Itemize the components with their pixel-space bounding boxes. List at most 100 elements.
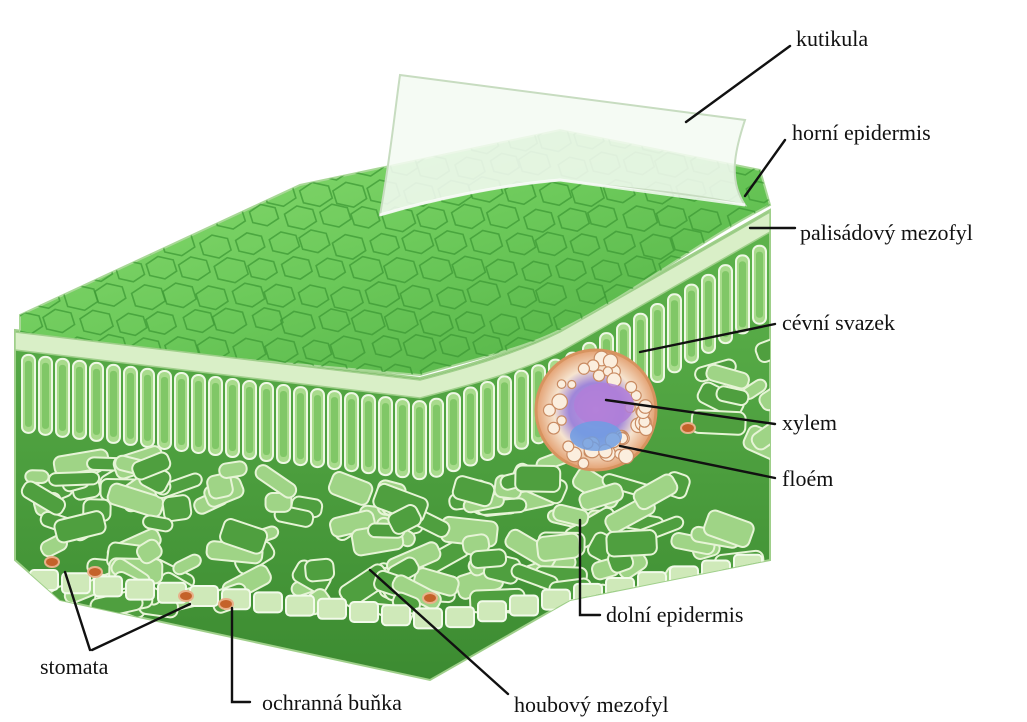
leader-cuticle — [686, 46, 790, 122]
top-cell — [215, 152, 249, 177]
palisade-chloroplast — [756, 252, 763, 318]
top-cell — [164, 130, 194, 152]
label-upper-epidermis: horní epidermis — [792, 120, 931, 145]
palisade-chloroplast — [739, 261, 746, 327]
stoma-pore — [219, 599, 233, 609]
bundle-cell — [552, 394, 567, 409]
bundle-cell — [568, 380, 576, 388]
lower-epidermis-cell — [286, 596, 314, 616]
label-palisade: palisádový mezofyl — [800, 220, 973, 245]
top-cell — [200, 129, 230, 151]
palisade-chloroplast — [484, 388, 491, 454]
top-cell — [298, 128, 330, 151]
lower-epidermis-cell — [702, 561, 730, 581]
top-cell — [263, 127, 297, 152]
palisade-chloroplast — [365, 401, 372, 467]
lower-epidermis-cell — [414, 608, 442, 628]
bundle-cell — [619, 449, 634, 464]
top-cell — [0, 233, 28, 256]
palisade-chloroplast — [212, 383, 219, 449]
top-cell — [198, 180, 230, 203]
label-phloem: floém — [782, 466, 833, 491]
top-cell — [98, 233, 130, 256]
palisade-chloroplast — [433, 405, 440, 471]
top-cell — [743, 129, 773, 151]
palisade-chloroplast — [263, 389, 270, 455]
top-cell — [10, 204, 42, 228]
top-cell — [11, 260, 40, 281]
top-cell — [27, 128, 59, 151]
top-cell — [11, 157, 40, 179]
lower-epidermis-cell — [126, 580, 154, 600]
stoma-pore — [423, 593, 437, 603]
lower-epidermis-cell — [382, 605, 410, 625]
palisade-chloroplast — [671, 300, 678, 366]
bundle-cell — [557, 380, 566, 389]
lower-epidermis-cell — [318, 599, 346, 619]
top-cell — [116, 205, 147, 228]
palisade-chloroplast — [25, 361, 32, 427]
label-stomata: stomata — [40, 654, 109, 679]
palisade-chloroplast — [280, 391, 287, 457]
bundle-cell — [603, 354, 617, 368]
palisade-chloroplast — [416, 407, 423, 473]
palisade-chloroplast — [518, 377, 525, 443]
palisade-chloroplast — [382, 403, 389, 469]
top-cell — [336, 128, 366, 150]
top-cell — [64, 182, 94, 204]
top-cell — [179, 204, 210, 227]
top-cell — [145, 154, 176, 177]
palisade-chloroplast — [229, 385, 236, 451]
palisade-chloroplast — [93, 369, 100, 435]
spongy-cell — [49, 472, 100, 486]
bundle-cell — [563, 441, 574, 452]
lower-epidermis-cell — [510, 595, 538, 615]
palisade-chloroplast — [195, 381, 202, 447]
top-cell — [0, 286, 23, 309]
palisade-chloroplast — [161, 377, 168, 443]
top-cell — [44, 208, 74, 230]
top-cell — [95, 127, 128, 151]
palisade-chloroplast — [297, 393, 304, 459]
top-cell — [59, 231, 92, 256]
label-cuticle: kutikula — [796, 26, 868, 51]
top-cell — [81, 156, 115, 181]
lower-epidermis-cell — [190, 586, 218, 606]
palisade-chloroplast — [450, 399, 457, 465]
stoma-pore — [179, 591, 193, 601]
stoma-pore — [45, 557, 59, 567]
top-cell — [0, 130, 25, 152]
label-lower-epidermis: dolní epidermis — [606, 602, 743, 627]
palisade-chloroplast — [76, 367, 83, 433]
top-cell — [129, 179, 159, 201]
label-guard-cell: ochranná buňka — [262, 690, 402, 715]
palisade-chloroplast — [331, 397, 338, 463]
palisade-chloroplast — [467, 394, 474, 460]
top-cell — [115, 155, 147, 178]
spongy-cell — [470, 549, 507, 569]
stoma-pore — [88, 567, 102, 577]
top-cell — [282, 151, 316, 176]
top-cell — [147, 209, 179, 233]
palisade-chloroplast — [59, 365, 66, 431]
stoma-pore — [681, 423, 695, 433]
palisade-chloroplast — [722, 271, 729, 337]
lower-epidermis-cell — [542, 590, 570, 610]
bundle-cell — [578, 458, 589, 469]
label-spongy: houbový mezofyl — [514, 692, 669, 717]
bundle-cell — [626, 381, 637, 392]
palisade-chloroplast — [42, 363, 49, 429]
palisade-chloroplast — [246, 387, 253, 453]
top-cell — [60, 131, 92, 155]
spongy-cell — [515, 465, 560, 492]
palisade-chloroplast — [688, 291, 695, 357]
vascular-bundle — [536, 350, 656, 470]
top-cell — [246, 153, 278, 177]
palisade-chloroplast — [127, 373, 134, 439]
top-cell — [28, 179, 62, 204]
top-cell — [131, 126, 163, 149]
top-cell — [43, 155, 77, 180]
palisade-chloroplast — [654, 310, 661, 376]
